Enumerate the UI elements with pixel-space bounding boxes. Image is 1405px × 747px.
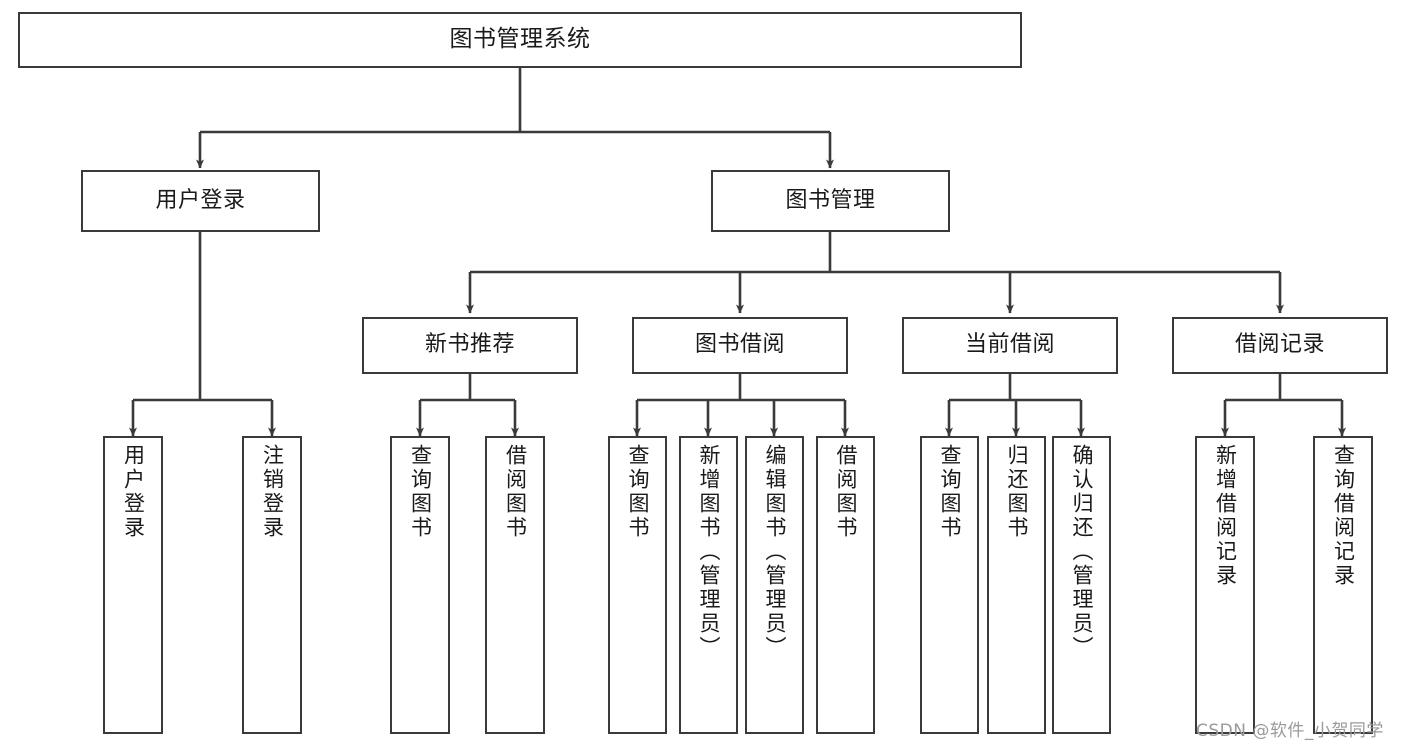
leaf-user-login-label: 用户登录	[121, 444, 146, 540]
node-borrow-record[interactable]: 借阅记录	[1172, 317, 1388, 374]
node-book-management[interactable]: 图书管理	[711, 170, 950, 232]
leaf-logout-label: 注销登录	[260, 444, 285, 540]
leaf-add-book-admin-label: 新增图书（管理员）	[697, 444, 721, 660]
leaf-borrow-book-recommend[interactable]: 借阅图书	[485, 436, 545, 734]
leaf-borrow-book-label: 借阅图书	[834, 444, 858, 540]
node-user-login[interactable]: 用户登录	[81, 170, 320, 232]
node-book-borrow[interactable]: 图书借阅	[632, 317, 848, 374]
node-current-borrow[interactable]: 当前借阅	[902, 317, 1118, 374]
node-book-borrow-label: 图书借阅	[694, 332, 785, 358]
leaf-borrow-book-recommend-label: 借阅图书	[503, 444, 528, 540]
leaf-confirm-return-admin-label: 确认归还（管理员）	[1070, 444, 1094, 660]
node-current-borrow-label: 当前借阅	[964, 332, 1055, 358]
node-borrow-record-label: 借阅记录	[1234, 332, 1325, 358]
leaf-query-book-borrow[interactable]: 查询图书	[608, 436, 667, 734]
leaf-edit-book-admin[interactable]: 编辑图书（管理员）	[745, 436, 804, 734]
leaf-borrow-book[interactable]: 借阅图书	[816, 436, 875, 734]
leaf-user-login[interactable]: 用户登录	[103, 436, 163, 734]
leaf-logout[interactable]: 注销登录	[242, 436, 302, 734]
node-root-label: 图书管理系统	[449, 26, 591, 53]
leaf-confirm-return-admin[interactable]: 确认归还（管理员）	[1052, 436, 1111, 734]
leaf-query-book-current[interactable]: 查询图书	[920, 436, 979, 734]
node-root[interactable]: 图书管理系统	[18, 12, 1022, 68]
leaf-query-book-recommend[interactable]: 查询图书	[390, 436, 450, 734]
leaf-edit-book-admin-label: 编辑图书（管理员）	[763, 444, 787, 660]
node-new-book-recommend[interactable]: 新书推荐	[362, 317, 578, 374]
leaf-return-book[interactable]: 归还图书	[987, 436, 1046, 734]
node-book-management-label: 图书管理	[785, 187, 876, 213]
leaf-query-borrow-record-label: 查询借阅记录	[1331, 444, 1356, 588]
leaf-query-book-recommend-label: 查询图书	[408, 444, 433, 540]
leaf-query-borrow-record[interactable]: 查询借阅记录	[1313, 436, 1373, 734]
leaf-query-book-current-label: 查询图书	[938, 444, 962, 540]
leaf-add-book-admin[interactable]: 新增图书（管理员）	[679, 436, 738, 734]
leaf-return-book-label: 归还图书	[1005, 444, 1029, 540]
node-new-book-recommend-label: 新书推荐	[424, 332, 515, 358]
csdn-watermark: CSDN @软件_小贺同学	[1196, 721, 1384, 741]
leaf-add-borrow-record[interactable]: 新增借阅记录	[1195, 436, 1255, 734]
leaf-query-book-borrow-label: 查询图书	[626, 444, 650, 540]
leaf-add-borrow-record-label: 新增借阅记录	[1213, 444, 1238, 588]
node-user-login-label: 用户登录	[155, 187, 246, 213]
